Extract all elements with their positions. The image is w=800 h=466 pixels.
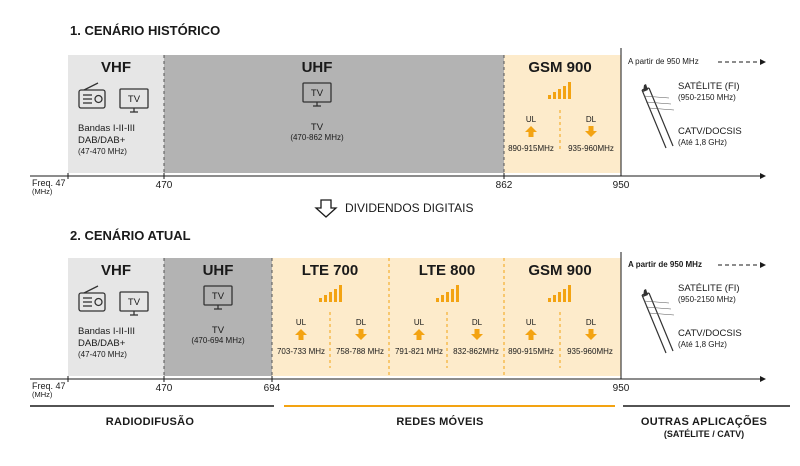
current-uhf-band xyxy=(164,258,272,376)
current-sat: SATÉLITE (FI) xyxy=(678,283,740,294)
historic-from-950: A partir de 950 MHz xyxy=(628,57,699,66)
historic-catv: CATV/DOCSIS xyxy=(678,126,742,137)
current-tick-950: 950 xyxy=(613,383,630,394)
historic-gsm-ul: UL xyxy=(526,115,537,124)
lte700-ul-range: 703-733 MHz xyxy=(277,347,325,356)
coax-cable-icon xyxy=(641,288,675,354)
down-arrow-icon xyxy=(314,199,338,218)
historic-uhf-label: UHF xyxy=(302,59,333,76)
lte700-dl: DL xyxy=(356,318,367,327)
lte800-dl: DL xyxy=(472,318,483,327)
current-vhf-line1: Bandas I-II-III xyxy=(78,326,135,337)
historic-gsm-ul-range: 890-915MHz xyxy=(508,144,554,153)
current-sat-range: (950-2150 MHz) xyxy=(678,295,736,304)
lte800-ul-range: 791-821 MHz xyxy=(395,347,443,356)
historic-gsm-label: GSM 900 xyxy=(528,59,591,76)
current-catv: CATV/DOCSIS xyxy=(678,328,742,339)
footer-broadcast: RADIODIFUSÃO xyxy=(106,415,195,428)
historic-uhf-tv-line: TV xyxy=(311,122,324,133)
historic-vhf-line3: (47-470 MHz) xyxy=(78,147,127,156)
historic-tick-470: 470 xyxy=(156,180,173,191)
historic-gsm-dl-range: 935-960MHz xyxy=(568,144,614,153)
lte800-ul: UL xyxy=(414,318,425,327)
current-vhf-line3: (47-470 MHz) xyxy=(78,350,127,359)
historic-catv-range: (Até 1,8 GHz) xyxy=(678,138,727,147)
lte700-ul: UL xyxy=(296,318,307,327)
current-title: 2. CENÁRIO ATUAL xyxy=(70,228,191,243)
current-gsm-label: GSM 900 xyxy=(528,262,591,279)
historic-tick-862: 862 xyxy=(496,180,513,191)
current-gsm-ul: UL xyxy=(526,318,537,327)
historic-uhf-band xyxy=(164,55,504,173)
current-vhf-line2: DAB/DAB+ xyxy=(78,338,126,349)
historic-vhf-line1: Bandas I-II-III xyxy=(78,123,135,134)
lte700-dl-range: 758-788 MHz xyxy=(336,347,384,356)
lte800-label: LTE 800 xyxy=(419,262,475,279)
historic-gsm-dl: DL xyxy=(586,115,597,124)
current-vhf-label: VHF xyxy=(101,262,131,279)
historic-vhf-line2: DAB/DAB+ xyxy=(78,135,126,146)
historic-vhf-band xyxy=(68,55,164,173)
historic-gsm-band xyxy=(504,55,621,173)
current-gsm-dl-range: 935-960MHz xyxy=(567,347,613,356)
transition-label: DIVIDENDOS DIGITAIS xyxy=(345,201,473,215)
historic-uhf-tv: TV xyxy=(311,88,324,99)
current-tick-470: 470 xyxy=(156,383,173,394)
footer-other: OUTRAS APLICAÇÕES xyxy=(641,415,767,428)
current-vhf-tv: TV xyxy=(128,297,141,308)
current-axis-unit: (MHz) xyxy=(32,390,53,399)
lte700-label: LTE 700 xyxy=(302,262,358,279)
coax-cable-icon xyxy=(641,83,675,149)
current-uhf-range: (470-694 MHz) xyxy=(191,336,245,345)
historic-vhf-label: VHF xyxy=(101,59,131,76)
current-catv-range: (Até 1,8 GHz) xyxy=(678,340,727,349)
current-gsm-dl: DL xyxy=(586,318,597,327)
footer-other-sub: (SATÉLITE / CATV) xyxy=(664,429,744,439)
footer-mobile: REDES MÓVEIS xyxy=(396,415,483,428)
historic-title: 1. CENÁRIO HISTÓRICO xyxy=(70,23,220,38)
current-from-950: A partir de 950 MHz xyxy=(628,260,702,269)
current-uhf-tv-line: TV xyxy=(212,325,225,336)
lte800-dl-range: 832-862MHz xyxy=(453,347,499,356)
historic-axis-unit: (MHz) xyxy=(32,187,53,196)
historic-axis-freq: Freq. 47 xyxy=(32,178,66,188)
current-vhf-band xyxy=(68,258,164,376)
current-uhf-tv: TV xyxy=(212,291,225,302)
historic-sat-range: (950-2150 MHz) xyxy=(678,93,736,102)
historic-vhf-tv: TV xyxy=(128,94,141,105)
current-tick-694: 694 xyxy=(264,383,281,394)
current-gsm-ul-range: 890-915MHz xyxy=(508,347,554,356)
historic-uhf-range: (470-862 MHz) xyxy=(290,133,344,142)
historic-sat: SATÉLITE (FI) xyxy=(678,81,740,92)
current-uhf-label: UHF xyxy=(203,262,234,279)
current-axis-freq: Freq. 47 xyxy=(32,381,66,391)
historic-tick-950: 950 xyxy=(613,180,630,191)
